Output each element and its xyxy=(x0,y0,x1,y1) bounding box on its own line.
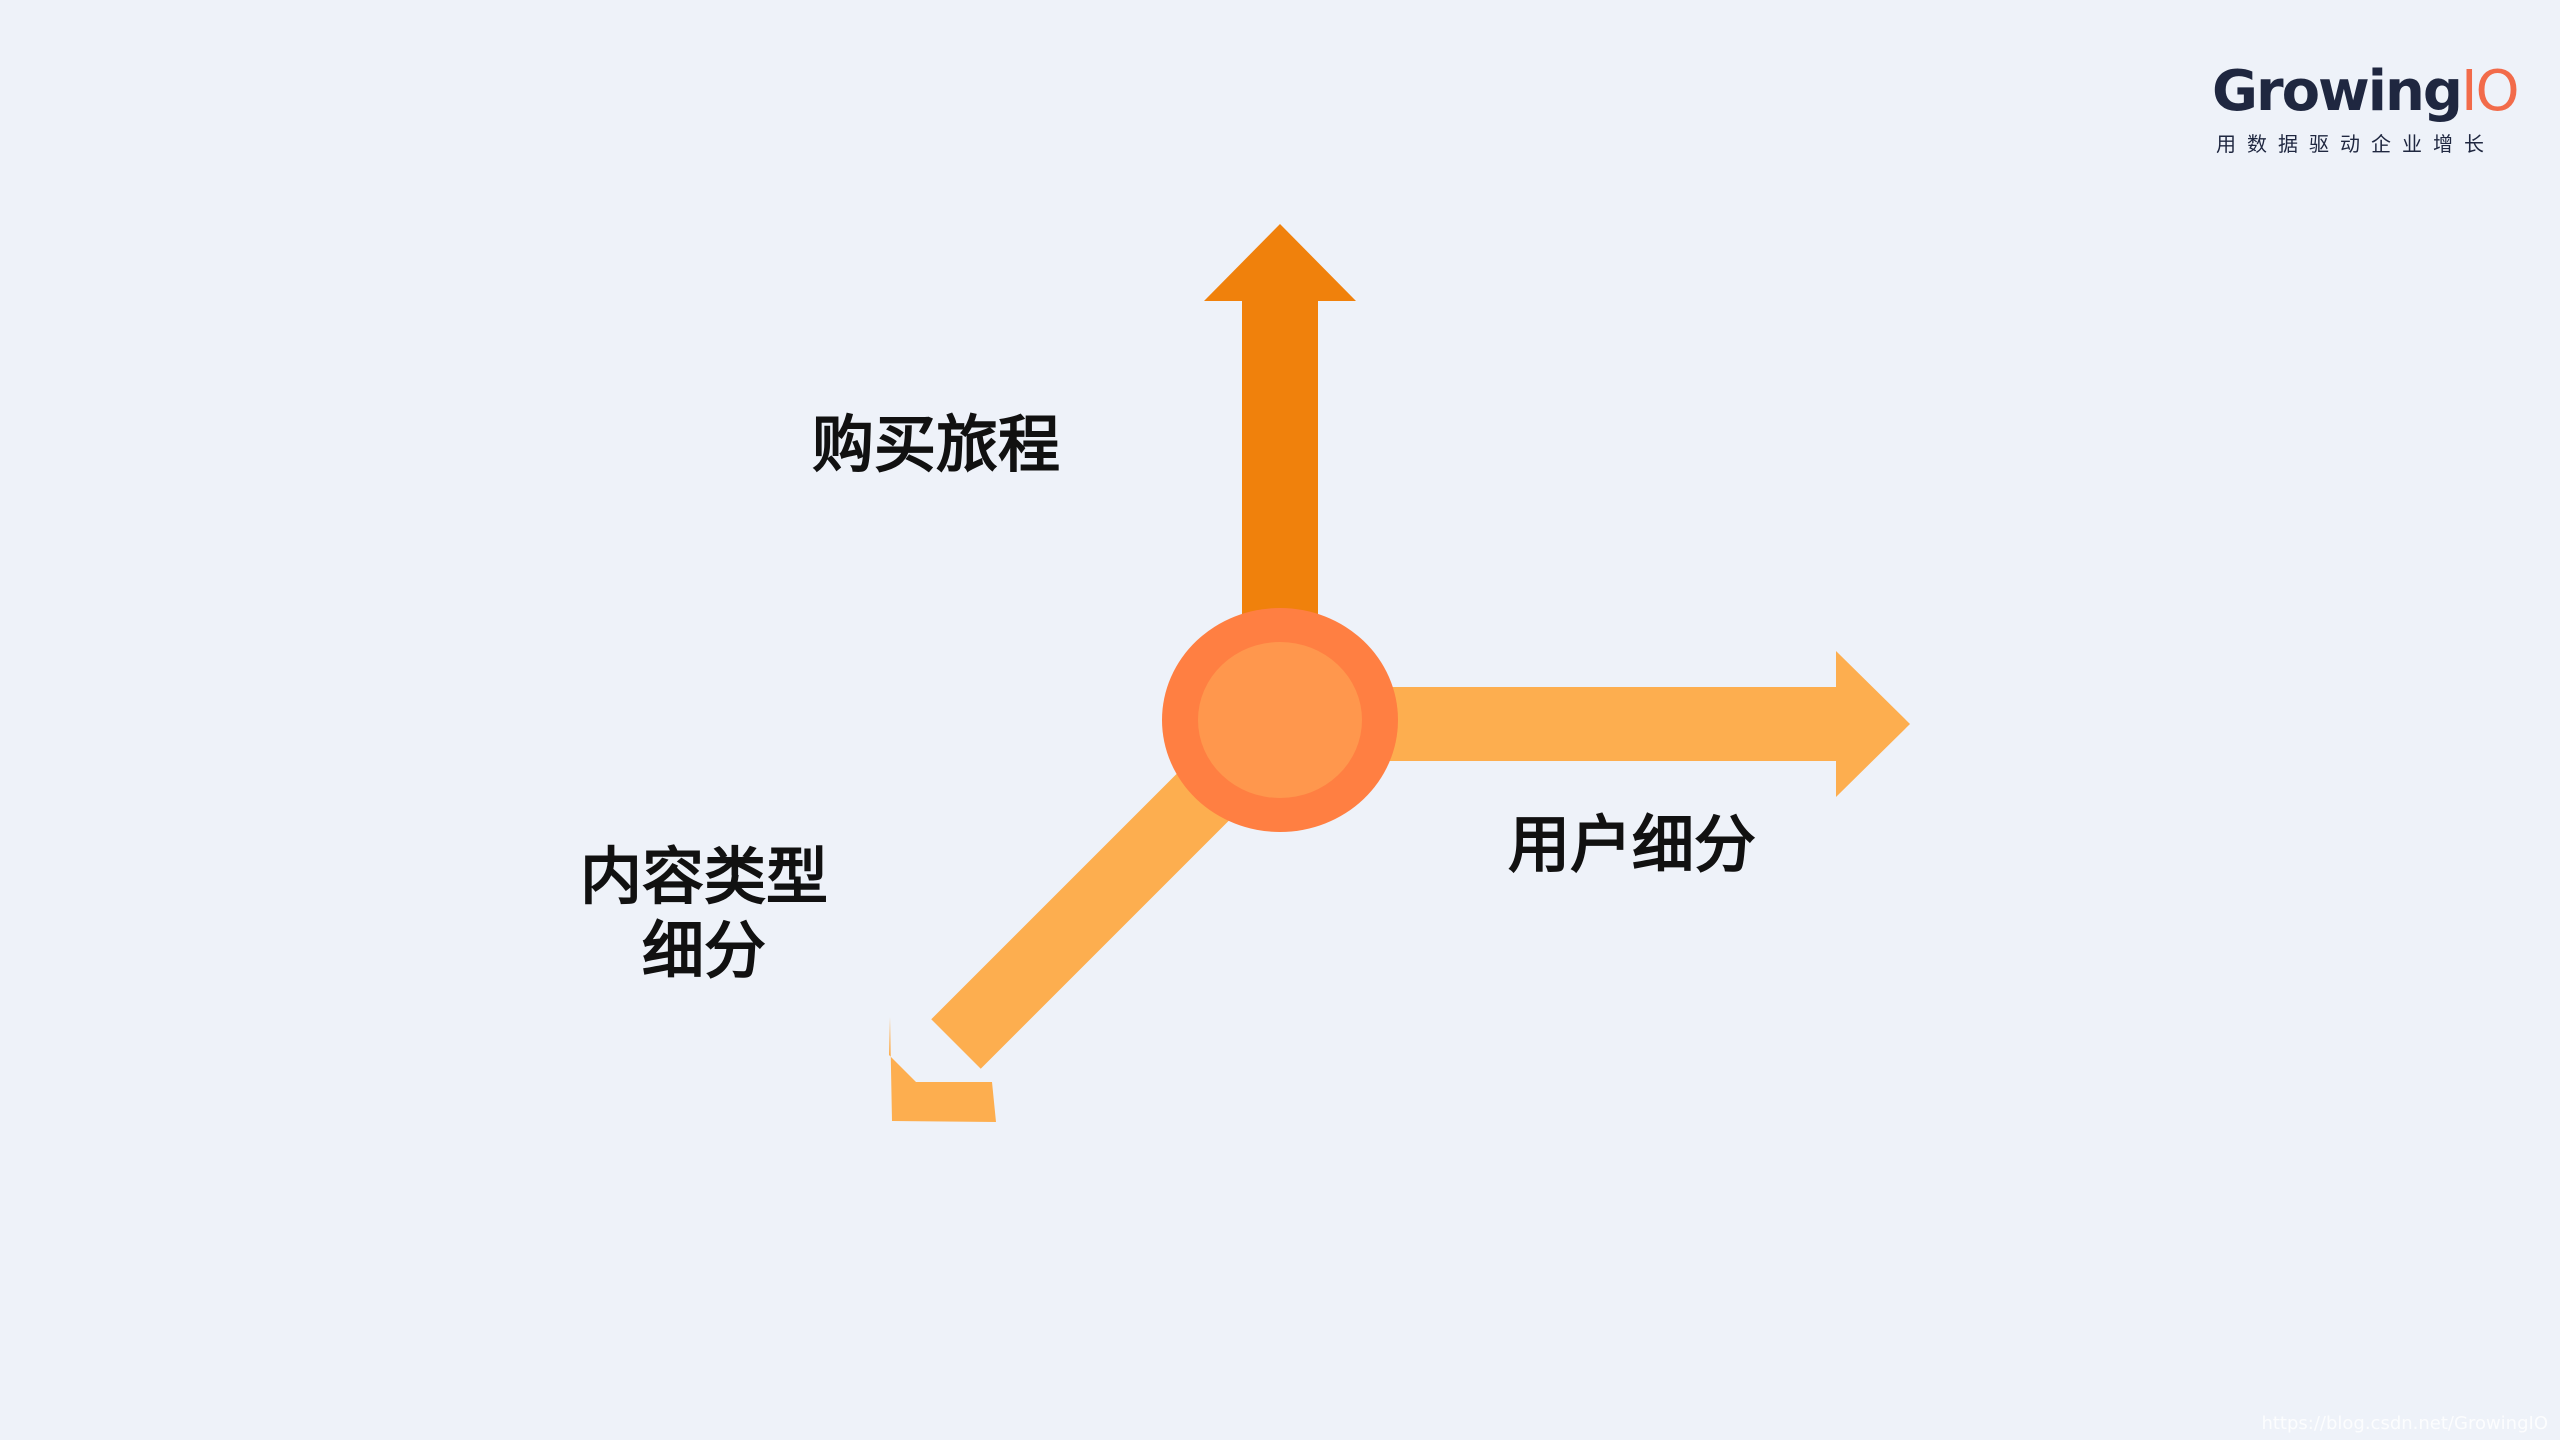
center-core xyxy=(1198,642,1362,798)
arrow-right-head xyxy=(1836,651,1910,797)
label-content-type-line1: 内容类型 xyxy=(580,840,829,913)
logo-wordmark: GrowingIO xyxy=(2212,59,2520,124)
label-content-type-line2: 细分 xyxy=(642,914,767,987)
growingio-logo: GrowingIO 用数据驱动企业增长 xyxy=(2212,60,2520,160)
watermark: https://blog.csdn.net/GrowingIO xyxy=(2261,1413,2548,1434)
logo-wordmark-main: Growing xyxy=(2212,59,2463,124)
logo-tagline: 用数据驱动企业增长 xyxy=(2216,132,2495,156)
label-purchase-journey: 购买旅程 xyxy=(812,408,1061,481)
label-content-type-segmentation: 内容类型 细分 xyxy=(580,840,828,988)
logo-wordmark-io: IO xyxy=(2460,59,2520,124)
label-user-segmentation: 用户细分 xyxy=(1508,808,1757,881)
arrow-down-left-head xyxy=(889,1017,996,1122)
arrow-up-head xyxy=(1204,224,1356,301)
